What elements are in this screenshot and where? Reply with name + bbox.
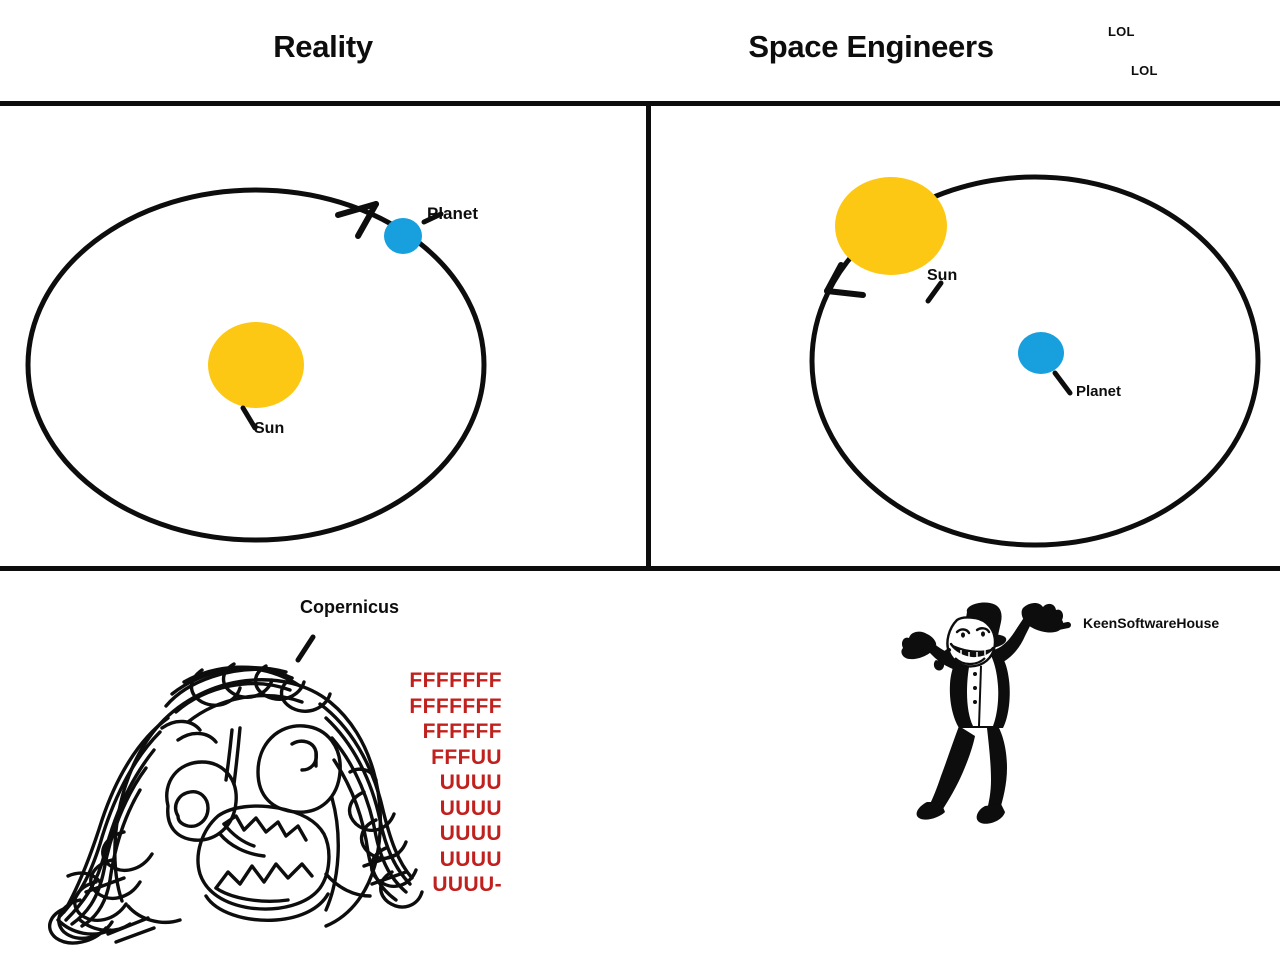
rage-text-line: UUUU- <box>432 873 502 896</box>
copernicus-leader-line <box>295 634 316 663</box>
space-engineers-orbit-diagram <box>809 174 1261 548</box>
divider-vertical <box>646 101 651 571</box>
rage-text-line: FFFFFFF <box>409 694 502 718</box>
planet-shape <box>384 218 422 254</box>
sun-label-left: Sun <box>254 420 285 437</box>
planet-leader-line <box>421 211 444 225</box>
rage-text-line: UUUU <box>439 771 502 794</box>
orbit-direction-arrow <box>335 201 379 239</box>
planet-leader-line <box>1052 370 1073 396</box>
rage-face-drawing <box>47 634 424 945</box>
dancing-troll-drawing <box>901 602 1071 824</box>
rage-text-block: FFFFFFF FFFFFFF FFFFFF FFFUU UUUU UUUU U… <box>390 668 502 898</box>
planet-shape <box>1018 332 1064 374</box>
copernicus-label: Copernicus <box>300 597 400 617</box>
rage-text-line: FFFFFF <box>422 720 502 743</box>
orbit-ellipse <box>25 187 487 543</box>
keen-software-house-label: KeenSoftwareHouse <box>1083 615 1220 631</box>
orbit-direction-arrow <box>824 262 866 298</box>
rage-text-line: UUUU <box>439 847 502 871</box>
orbit-ellipse <box>809 174 1261 548</box>
rage-text-line: FFFFFFF <box>409 669 502 692</box>
reality-orbit-diagram <box>25 187 487 543</box>
lol-annotation-1: LOL <box>1108 24 1135 39</box>
divider-bottom-horizontal <box>0 566 1280 571</box>
divider-top-horizontal <box>0 101 1280 106</box>
sun-shape <box>208 322 304 408</box>
lol-annotation-2: LOL <box>1131 63 1158 78</box>
planet-label-right: Planet <box>1076 383 1122 400</box>
sun-shape <box>835 177 947 275</box>
sun-leader-line <box>925 280 944 304</box>
rage-text-line: UUUU <box>439 822 502 845</box>
sun-leader-line <box>240 405 258 431</box>
sun-label-right: Sun <box>927 267 958 284</box>
troll-face <box>933 616 997 671</box>
panel-title-reality: Reality <box>273 29 373 64</box>
panel-title-space-engineers: Space Engineers <box>748 29 994 64</box>
rage-text-line: UUUU <box>439 796 502 820</box>
planet-label-left: Planet <box>427 204 479 223</box>
rage-text-line: FFFUU <box>431 745 502 769</box>
